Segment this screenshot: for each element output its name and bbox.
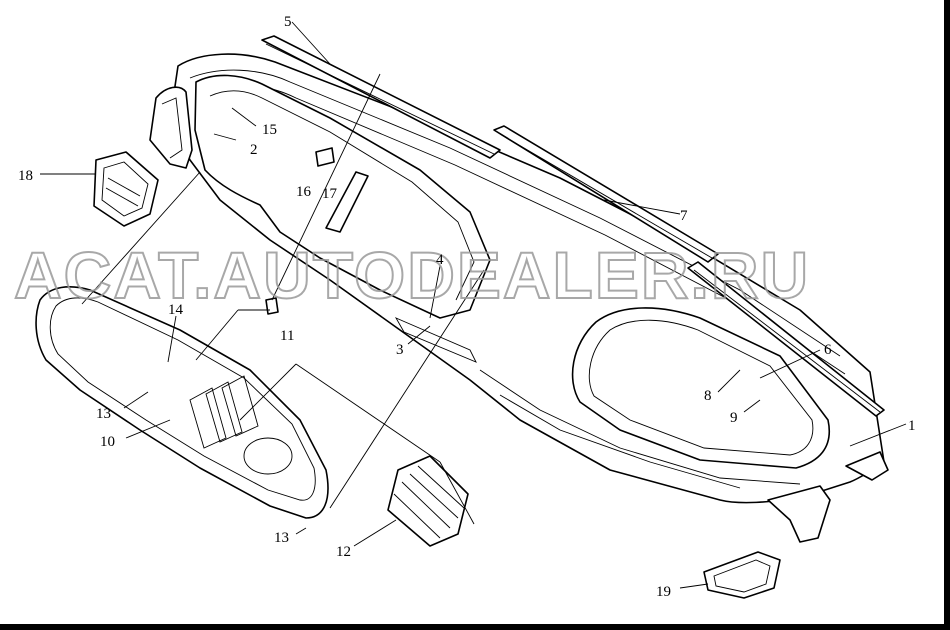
callout-13: 13 xyxy=(96,406,111,422)
callout-16: 16 xyxy=(296,184,312,200)
left-end-panel xyxy=(149,86,193,169)
callout-6: 6 xyxy=(824,342,832,358)
callout-3: 3 xyxy=(396,342,404,358)
right-air-vent xyxy=(703,551,781,599)
callout-4: 4 xyxy=(436,252,444,268)
centre-air-vent xyxy=(387,455,469,547)
callout-14: 14 xyxy=(168,302,184,318)
callout-9: 9 xyxy=(730,410,738,426)
callout-17: 17 xyxy=(322,186,338,202)
callout-10: 10 xyxy=(100,434,115,450)
cluster-bracket xyxy=(315,147,369,233)
callout-15: 15 xyxy=(262,122,277,138)
cluster-bezel xyxy=(35,286,329,519)
callout-2: 2 xyxy=(250,142,258,158)
callout-7: 7 xyxy=(680,208,688,224)
left-air-vent xyxy=(93,151,159,227)
callout-5: 5 xyxy=(284,14,292,30)
callout-11: 11 xyxy=(280,328,294,344)
callout-12: 12 xyxy=(336,544,351,560)
callout-1: 1 xyxy=(908,418,916,434)
callout-19: 19 xyxy=(656,584,671,600)
leader-lines xyxy=(40,21,907,589)
defroster-strip-7 xyxy=(493,125,719,263)
defroster-strip-6 xyxy=(687,261,885,417)
callout-labels: 1 2 3 4 5 6 7 8 9 10 11 12 13 13 14 15 1… xyxy=(18,14,916,600)
watermark-text: ACAT.AUTODEALER.RU xyxy=(14,238,810,312)
callout-18: 18 xyxy=(18,168,33,184)
callout-13: 13 xyxy=(274,530,289,546)
callout-8: 8 xyxy=(704,388,712,404)
defroster-strip-5 xyxy=(261,35,501,159)
